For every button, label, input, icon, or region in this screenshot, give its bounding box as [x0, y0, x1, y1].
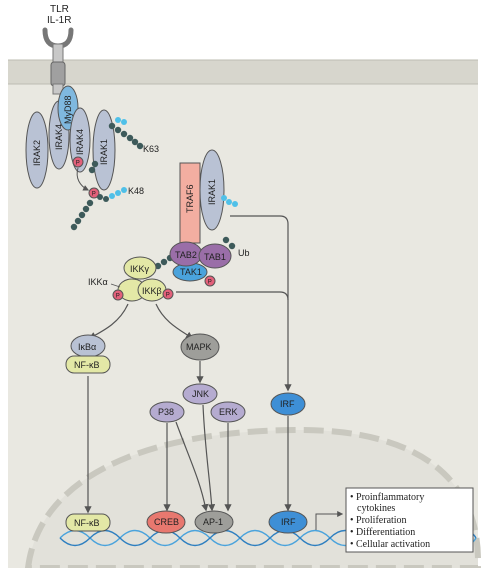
outcome-item: Proliferation	[356, 515, 407, 526]
irak4-b: IRAK4	[69, 107, 91, 173]
receptor-label-tlr: TLR	[50, 4, 69, 15]
svg-text:• Cellular activation: • Cellular activation	[350, 539, 430, 550]
svg-text:IRF: IRF	[281, 517, 296, 527]
svg-text:IRAK1: IRAK1	[99, 139, 109, 165]
outcomes-box	[345, 487, 474, 553]
svg-text:TAB1: TAB1	[204, 252, 226, 262]
svg-text:AP-1: AP-1	[203, 517, 223, 527]
irak1-ubiquitin	[221, 195, 238, 207]
tab2: TAB2	[169, 241, 203, 267]
svg-text:P: P	[116, 294, 120, 300]
svg-text:IRAK4: IRAK4	[54, 124, 64, 150]
tak1: TAK1	[172, 262, 208, 282]
irf-cytoplasm: IRF	[270, 392, 306, 416]
outcome-item: cytokines	[357, 503, 395, 514]
k63-label: K63	[143, 144, 159, 154]
nfkb-cytoplasm: NF-κB	[65, 355, 111, 374]
nfkb-nucleus: NF-κB	[65, 513, 111, 532]
phospho-ikk-alpha: P	[112, 289, 124, 301]
svg-text:IRF: IRF	[280, 399, 295, 409]
erk: ERK	[210, 401, 246, 423]
svg-text:MAPK: MAPK	[186, 342, 212, 352]
outcomes-list: • Proinflammatory cytokines • Proliferat…	[350, 492, 430, 550]
svg-text:IRAK2: IRAK2	[32, 140, 42, 166]
phospho-irak1: P	[88, 187, 100, 199]
svg-text:TAB2: TAB2	[175, 250, 197, 260]
k48-label: K48	[128, 186, 144, 196]
svg-text:CREB: CREB	[154, 517, 179, 527]
irak2: IRAK2	[25, 111, 49, 189]
irf-nucleus: IRF	[268, 510, 308, 534]
plasma-membrane	[8, 60, 478, 84]
svg-text:IKKγ: IKKγ	[130, 264, 150, 274]
k63-ubiquitin-chain	[88, 117, 144, 174]
svg-text:MyD88: MyD88	[63, 95, 73, 124]
svg-text:P: P	[208, 280, 212, 286]
creb: CREB	[146, 510, 186, 534]
svg-text:P: P	[166, 293, 170, 299]
receptor-label-il1r: IL-1R	[47, 15, 71, 26]
svg-text:• Proliferation: • Proliferation	[350, 515, 407, 526]
svg-text:P: P	[92, 192, 96, 198]
ap1: AP-1	[194, 510, 234, 534]
phospho-tak1: P	[204, 275, 216, 287]
svg-text:TAK1: TAK1	[180, 267, 202, 277]
ub-label: Ub	[238, 248, 250, 258]
ikk-beta: IKKβ	[137, 278, 167, 302]
svg-text:TRAF6: TRAF6	[185, 184, 195, 213]
svg-text:ERK: ERK	[219, 407, 238, 417]
svg-text:P: P	[76, 161, 80, 167]
svg-text:IRAK1: IRAK1	[207, 179, 217, 205]
ikk-alpha-label: IKKα	[88, 277, 108, 287]
outcome-item: Differentiation	[356, 527, 415, 538]
ikba: IκBα	[70, 334, 106, 358]
irak1-upper: IRAK1	[92, 109, 116, 191]
outcome-item: Cellular activation	[356, 539, 430, 550]
outcome-item: Proinflammatory	[356, 492, 424, 503]
svg-text:NF-κB: NF-κB	[74, 518, 100, 528]
svg-text:JNK: JNK	[192, 389, 209, 399]
svg-text:NF-κB: NF-κB	[74, 360, 100, 370]
svg-text:IκBα: IκBα	[78, 342, 96, 352]
ikk-gamma: IKKγ	[123, 256, 157, 280]
k48-ubiquitin-chain	[70, 187, 127, 231]
phospho-ikk-beta: P	[162, 288, 174, 300]
phospho-irak4: P	[72, 156, 84, 168]
receptor	[42, 27, 74, 95]
jnk: JNK	[182, 383, 218, 405]
svg-text:IKKβ: IKKβ	[142, 286, 162, 296]
irak1-lower: IRAK1	[199, 149, 225, 231]
svg-text:• Differentiation: • Differentiation	[350, 527, 415, 538]
svg-text:P38: P38	[158, 407, 174, 417]
mapk: MAPK	[180, 333, 220, 361]
p38: P38	[149, 401, 185, 423]
svg-text:• Proinflammatory: • Proinflammatory	[350, 492, 424, 503]
svg-text:IRAK4: IRAK4	[75, 129, 85, 155]
traf6: TRAF6	[179, 162, 201, 244]
tab1: TAB1	[198, 243, 232, 269]
